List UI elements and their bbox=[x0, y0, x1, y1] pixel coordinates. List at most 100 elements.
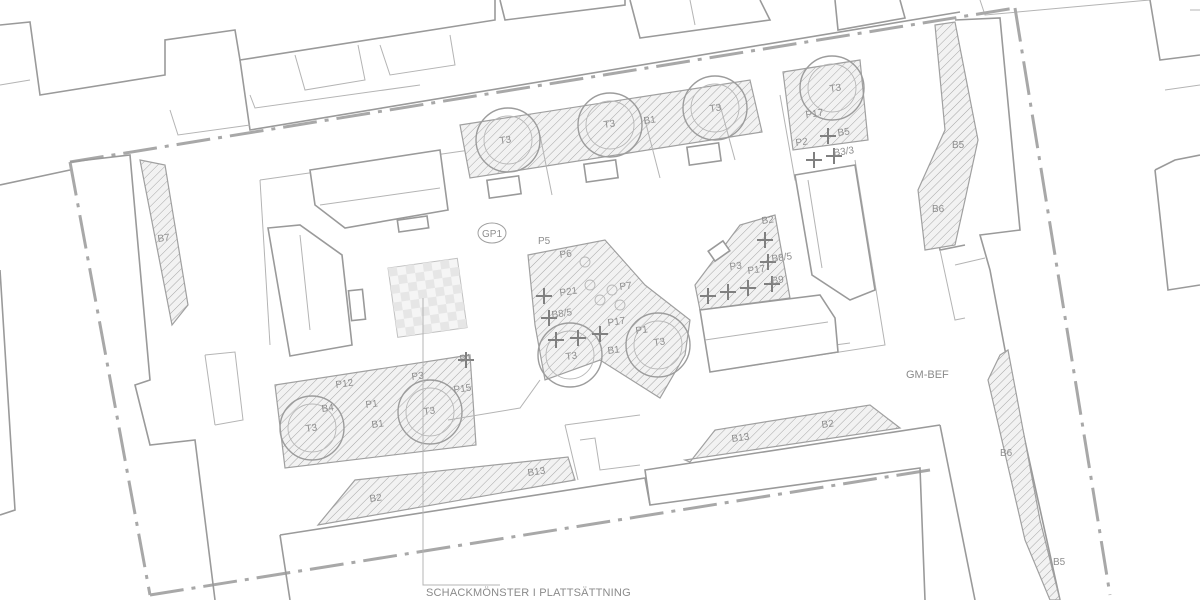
label-p5: P5 bbox=[538, 236, 551, 247]
bed-right-center bbox=[694, 214, 791, 311]
label-b13-left: B13 bbox=[527, 466, 547, 479]
checker-cell bbox=[405, 264, 416, 275]
bed-b5-top bbox=[917, 21, 979, 251]
label-p7: P7 bbox=[619, 280, 633, 293]
label-p2: P2 bbox=[795, 136, 809, 149]
checker-cell bbox=[434, 286, 445, 297]
label-b1-b: B1 bbox=[607, 344, 621, 357]
checkerboard-paving bbox=[387, 257, 468, 338]
checker-cell bbox=[410, 299, 421, 309]
tree-4 bbox=[799, 55, 865, 121]
label-t3-a: T3 bbox=[499, 134, 513, 147]
label-b7: B7 bbox=[157, 232, 171, 245]
label-b8-5b: B8/5 bbox=[771, 251, 793, 265]
label-p12: P12 bbox=[335, 378, 355, 391]
label-b2-small: B2 bbox=[761, 214, 775, 227]
checker-cell bbox=[405, 326, 416, 337]
label-p21: P21 bbox=[559, 286, 579, 299]
tree-6 bbox=[397, 379, 463, 445]
checker-cell bbox=[439, 259, 450, 270]
checker-cell bbox=[412, 316, 423, 327]
label-b1-d: B1 bbox=[459, 352, 473, 365]
label-b13-right: B13 bbox=[731, 432, 751, 445]
checker-cell bbox=[420, 306, 430, 317]
label-b5-bottom: B5 bbox=[1053, 557, 1066, 568]
structure-bottom-right bbox=[699, 294, 839, 373]
checker-cell bbox=[429, 313, 440, 324]
note-leader bbox=[422, 298, 500, 586]
label-t3-b: T3 bbox=[603, 118, 617, 131]
property-boundary bbox=[68, 6, 1112, 597]
structure-top-left bbox=[309, 149, 449, 229]
label-b4: B4 bbox=[321, 402, 335, 415]
checker-cell bbox=[425, 279, 435, 290]
checker-cell bbox=[390, 284, 401, 294]
label-b9: B9 bbox=[771, 274, 785, 287]
checker-cell bbox=[415, 271, 426, 282]
checker-cell bbox=[395, 318, 406, 329]
planting-beds bbox=[139, 21, 1061, 600]
checker-cell bbox=[427, 296, 438, 307]
label-p17-b: P17 bbox=[747, 264, 767, 277]
label-t3-g: T3 bbox=[305, 422, 319, 435]
courtyard-structures bbox=[267, 104, 876, 373]
bed-b7 bbox=[139, 159, 189, 327]
label-p1-a: P1 bbox=[635, 324, 649, 337]
checker-cell bbox=[402, 308, 413, 319]
label-p6: P6 bbox=[559, 248, 573, 261]
tree-8 bbox=[625, 312, 691, 378]
label-b1-a: B1 bbox=[643, 114, 657, 127]
trees bbox=[279, 55, 865, 461]
bed-left-bottom bbox=[274, 354, 477, 469]
label-t3-c: T3 bbox=[709, 102, 723, 115]
label-b8-5a: B8/5 bbox=[551, 307, 573, 321]
checker-cell bbox=[422, 261, 433, 272]
label-t3-h: T3 bbox=[423, 405, 437, 418]
bed-b6-bottom bbox=[987, 349, 1061, 600]
checker-cell bbox=[452, 284, 463, 295]
checker-cell bbox=[422, 323, 433, 334]
label-b6-top: B6 bbox=[932, 204, 945, 215]
label-b3-3: B3/3 bbox=[833, 145, 855, 159]
tree-5 bbox=[279, 395, 345, 461]
label-b6-bottom: B6 bbox=[1000, 448, 1013, 459]
label-t3-d: T3 bbox=[829, 82, 843, 95]
checker-cell bbox=[449, 266, 460, 277]
checker-cell bbox=[454, 301, 465, 312]
checker-cell bbox=[388, 266, 398, 277]
bed-b13-left bbox=[316, 456, 576, 526]
checker-cell bbox=[392, 301, 403, 312]
label-b5-top: B5 bbox=[952, 140, 965, 151]
bed-center bbox=[527, 239, 691, 399]
checker-cell bbox=[442, 276, 453, 287]
label-p15: P15 bbox=[453, 383, 473, 396]
label-t3-e: T3 bbox=[565, 350, 579, 363]
label-p3-b: P3 bbox=[729, 260, 743, 273]
checker-cell bbox=[457, 318, 468, 329]
label-gm-bef: GM-BEF bbox=[906, 369, 949, 381]
checker-cell bbox=[447, 311, 458, 322]
tree-3 bbox=[682, 75, 748, 141]
label-b2-right: B2 bbox=[821, 418, 835, 431]
checker-cell bbox=[444, 294, 455, 305]
label-b1-c: B1 bbox=[371, 418, 385, 431]
label-p17-c: P17 bbox=[805, 108, 825, 121]
paving-note: SCHACKMÖNSTER I PLATTSÄTTNING bbox=[426, 587, 631, 599]
shrub-marks bbox=[458, 128, 842, 368]
label-p1-b: P1 bbox=[365, 398, 379, 411]
label-p17-a: P17 bbox=[607, 316, 627, 329]
checker-cell bbox=[400, 291, 411, 302]
context-buildings bbox=[0, 0, 1200, 516]
checker-cell bbox=[417, 289, 428, 300]
bed-top-row bbox=[459, 79, 763, 179]
checker-cell bbox=[407, 281, 418, 292]
checker-cell bbox=[439, 321, 450, 332]
gp1-marker bbox=[477, 222, 507, 244]
label-b2-left: B2 bbox=[369, 492, 383, 505]
label-p3: P3 bbox=[411, 370, 425, 383]
checker-cell bbox=[397, 274, 408, 285]
structure-left bbox=[267, 224, 353, 357]
plan-labels: GP1 GM-BEF B7 B5 B6 B6 B5 B13 B13 B2 B2 … bbox=[157, 82, 1066, 599]
label-gp1: GP1 bbox=[482, 229, 502, 240]
